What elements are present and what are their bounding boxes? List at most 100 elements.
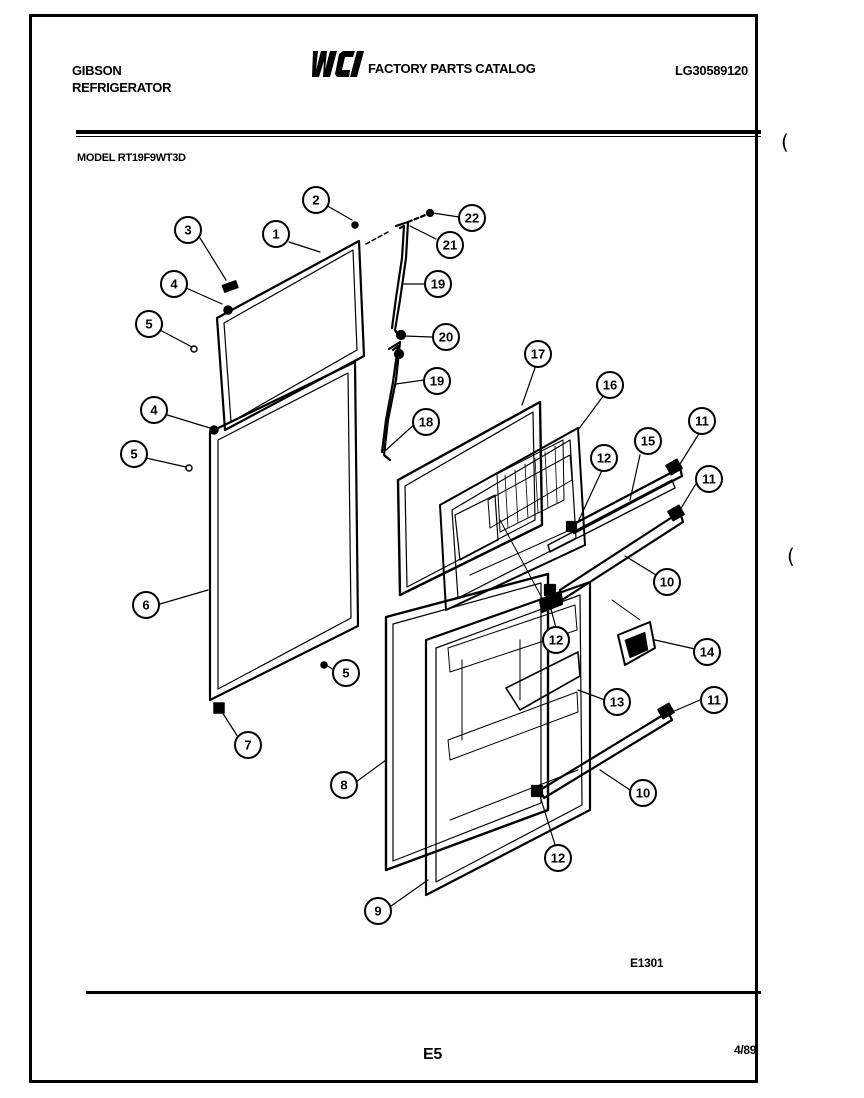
- callout-circle: [132, 591, 160, 619]
- callout-10: 10: [653, 568, 681, 596]
- callout-11: 11: [688, 407, 716, 435]
- callout-circle: [695, 465, 723, 493]
- callout-number: 10: [660, 575, 674, 590]
- fresh-food-door-gasket: [208, 360, 360, 702]
- callout-number: 8: [340, 778, 347, 793]
- leader-lines: [145, 203, 701, 907]
- callout-number: 9: [374, 904, 381, 919]
- callout-circle: [432, 323, 460, 351]
- callout-7: 7: [234, 731, 262, 759]
- callout-circle: [332, 659, 360, 687]
- callout-number: 12: [597, 451, 611, 466]
- callout-circle: [688, 407, 716, 435]
- brand-block: GIBSON REFRIGERATOR: [72, 62, 172, 96]
- callout-circle: [544, 844, 572, 872]
- door-hardware: [185, 221, 389, 714]
- shelf-bracket: [611, 599, 656, 666]
- margin-mark-top: (: [781, 130, 789, 154]
- brand-name: GIBSON: [72, 63, 122, 78]
- callout-14: 14: [693, 638, 721, 666]
- callout-circle: [262, 220, 290, 248]
- freezer-door-gasket: [215, 239, 366, 432]
- callout-number: 14: [700, 645, 715, 660]
- callout-11: 11: [695, 465, 723, 493]
- callout-circle: [160, 270, 188, 298]
- callout-9: 9: [364, 897, 392, 925]
- callout-8: 8: [330, 771, 358, 799]
- callout-number: 5: [342, 666, 349, 681]
- callout-number: 7: [244, 738, 251, 753]
- callout-circle: [120, 440, 148, 468]
- callout-circle: [135, 310, 163, 338]
- callout-circle: [302, 186, 330, 214]
- callout-circle: [174, 216, 202, 244]
- callout-15: 15: [634, 427, 662, 455]
- callout-circle: [653, 568, 681, 596]
- callout-circle: [629, 779, 657, 807]
- callout-12: 12: [542, 626, 570, 654]
- catalog-title: FACTORY PARTS CATALOG: [368, 61, 536, 76]
- callout-number: 19: [430, 374, 444, 389]
- diagram-code: E1301: [630, 956, 664, 970]
- callout-circle: [542, 626, 570, 654]
- callout-circle: [412, 408, 440, 436]
- catalog-number: LG30589120: [675, 63, 748, 78]
- callout-number: 18: [419, 415, 433, 430]
- header-rule: [76, 130, 761, 134]
- callout-21: 21: [436, 231, 464, 259]
- callout-circle: [693, 638, 721, 666]
- callout-number: 11: [695, 414, 709, 429]
- callout-circle: [590, 444, 618, 472]
- callout-16: 16: [596, 371, 624, 399]
- callout-number: 20: [439, 330, 453, 345]
- callout-1: 1: [262, 220, 290, 248]
- callout-number: 12: [551, 851, 565, 866]
- callout-number: 2: [312, 193, 319, 208]
- fresh-food-door-shelf: [530, 590, 675, 800]
- callout-13: 13: [603, 688, 631, 716]
- callout-circle: [140, 396, 168, 424]
- callout-12: 12: [590, 444, 618, 472]
- callout-20: 20: [432, 323, 460, 351]
- callout-circle: [596, 371, 624, 399]
- callout-number: 6: [142, 598, 149, 613]
- callout-number: 1: [272, 227, 279, 242]
- callout-5: 5: [332, 659, 360, 687]
- model-label: MODEL RT19F9WT3D: [77, 152, 186, 164]
- freezer-door-shelves: [543, 458, 685, 602]
- callout-19: 19: [423, 367, 451, 395]
- callout-circle: [603, 688, 631, 716]
- product-type: REFRIGERATOR: [72, 80, 172, 95]
- callout-number: 4: [150, 403, 158, 418]
- callout-circle: [524, 340, 552, 368]
- footer-rule: [86, 991, 761, 994]
- callout-circle: [634, 427, 662, 455]
- callout-number: 13: [610, 695, 624, 710]
- callout-number: 11: [707, 693, 721, 708]
- callout-circle: [234, 731, 262, 759]
- fresh-food-door-liner: [424, 580, 592, 897]
- callout-number: 4: [170, 277, 178, 292]
- page-date: 4/89: [734, 1043, 757, 1057]
- header-rule-thin: [76, 136, 761, 137]
- callout-17: 17: [524, 340, 552, 368]
- callout-number: 12: [549, 633, 563, 648]
- callout-circle: [364, 897, 392, 925]
- callout-number: 5: [130, 447, 137, 462]
- fresh-food-gasket: [384, 572, 550, 872]
- callout-4: 4: [160, 270, 188, 298]
- callout-circle: [424, 270, 452, 298]
- margin-mark-middle: (: [787, 544, 795, 568]
- callout-11: 11: [700, 686, 728, 714]
- callout-circle: [700, 686, 728, 714]
- callout-22: 22: [458, 204, 486, 232]
- callout-number: 22: [465, 211, 479, 226]
- page-number: E5: [423, 1046, 442, 1063]
- callout-circle: [436, 231, 464, 259]
- callout-circle: [458, 204, 486, 232]
- callout-4: 4: [140, 396, 168, 424]
- callout-number: 17: [531, 347, 545, 362]
- callout-number: 21: [443, 238, 457, 253]
